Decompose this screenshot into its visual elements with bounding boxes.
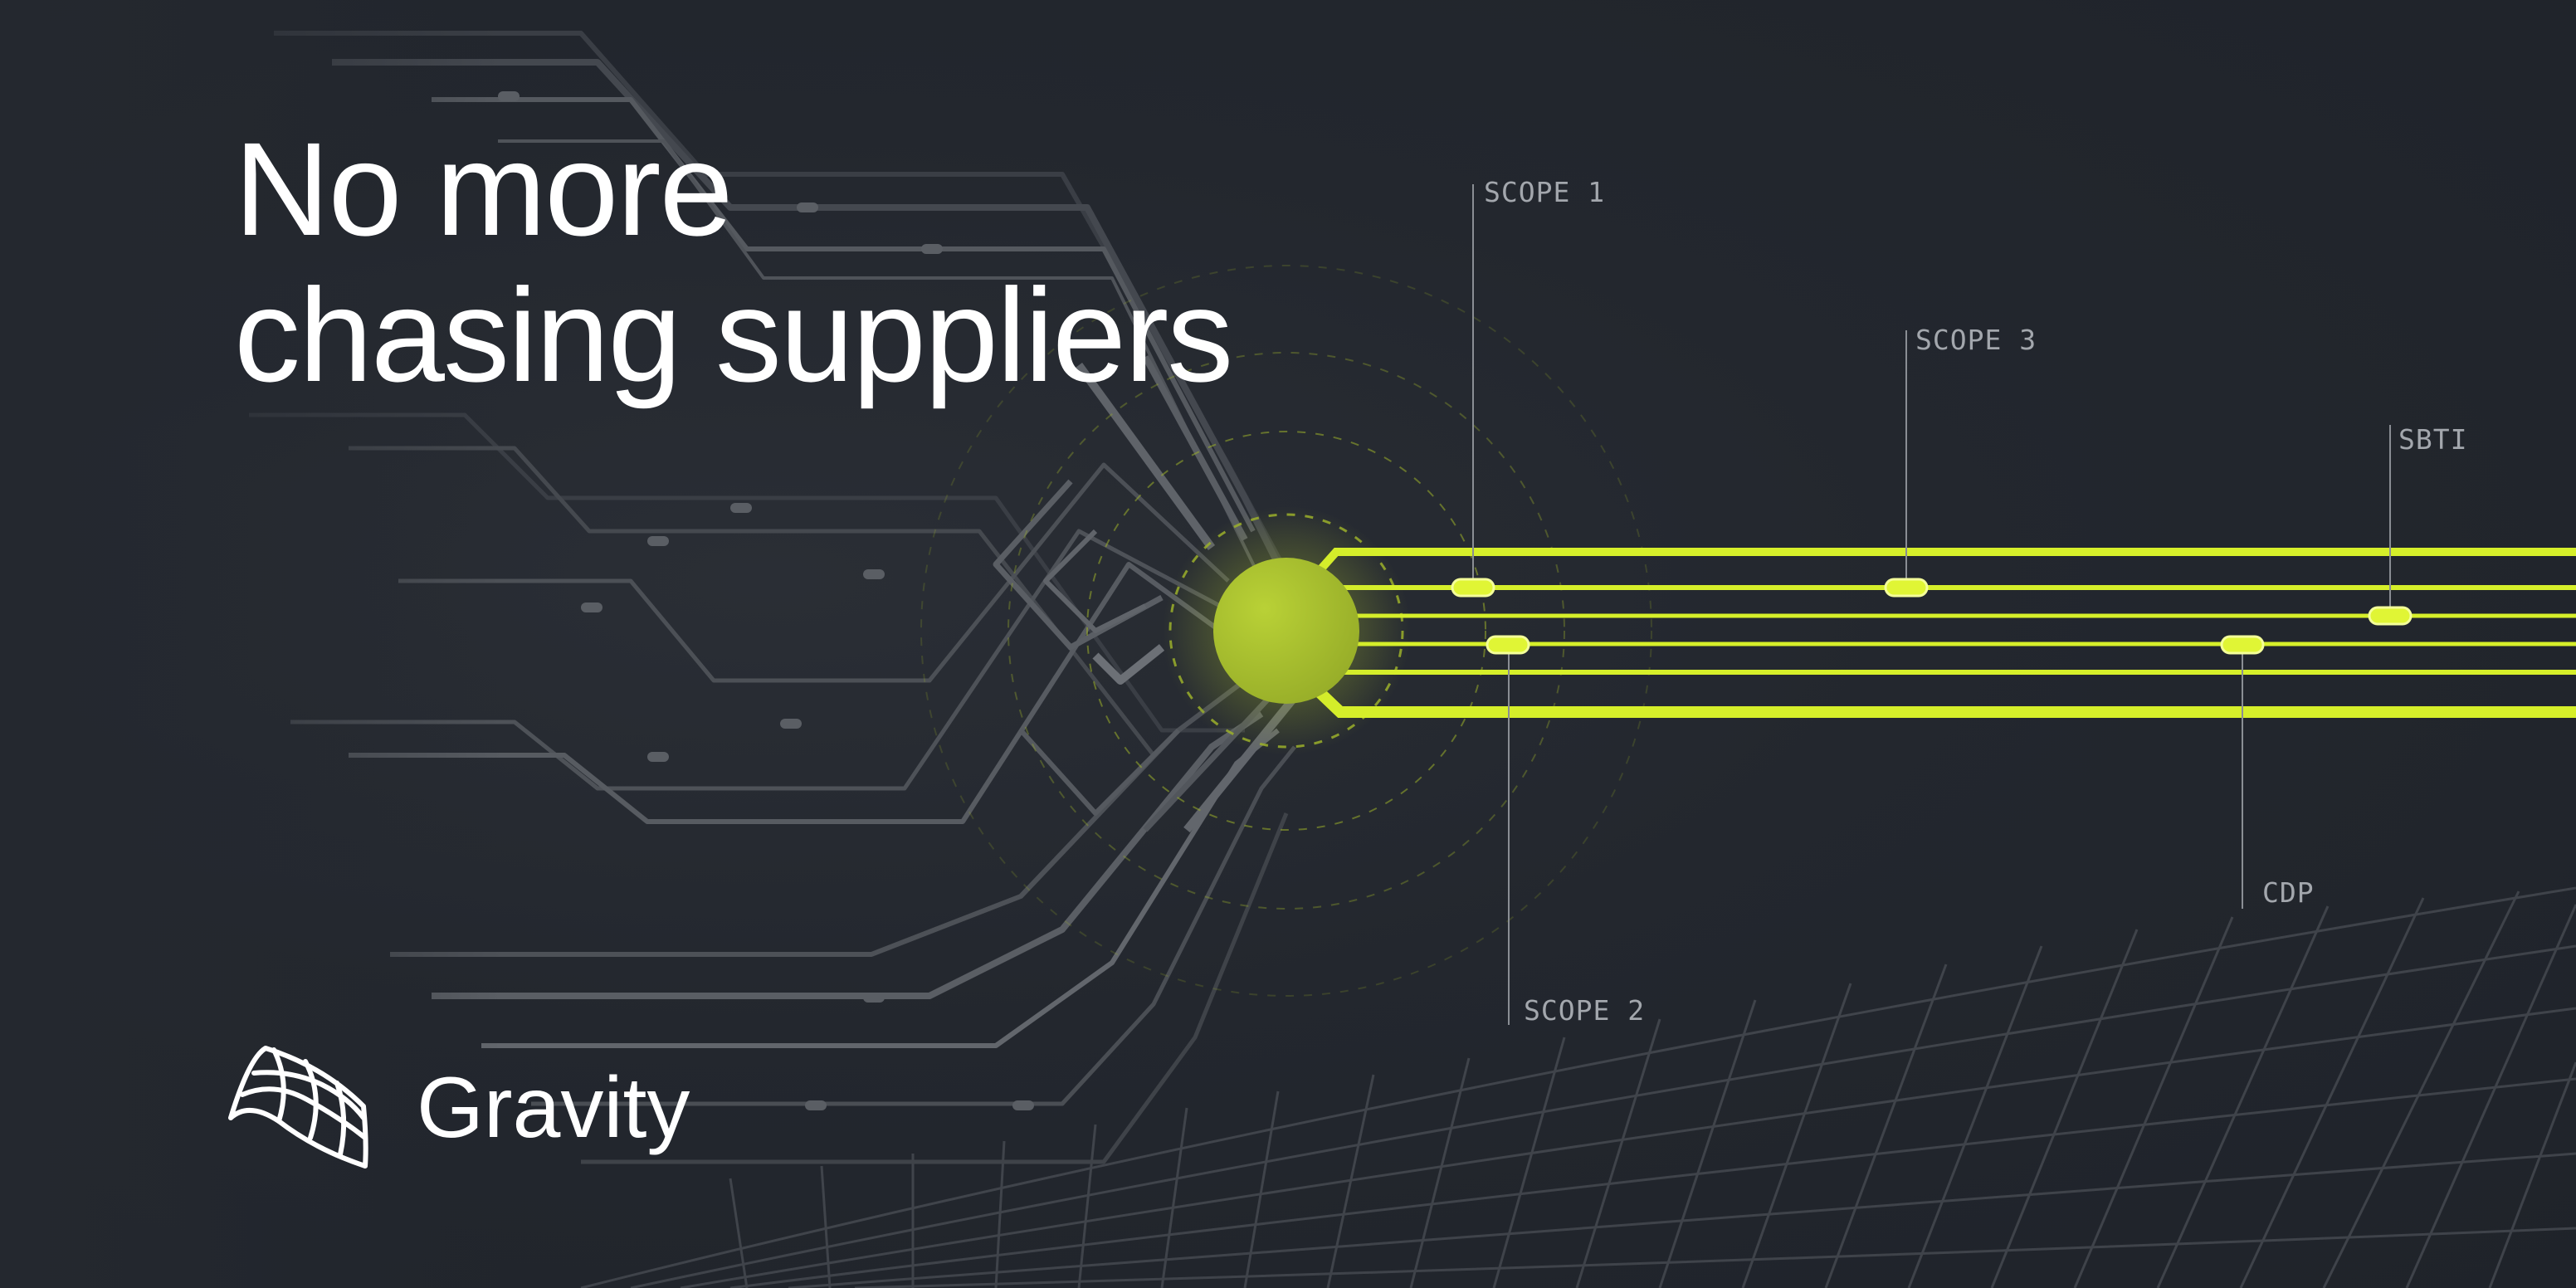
gravity-grid-flag-icon: [228, 1046, 368, 1168]
label-sbti: SBTI: [2398, 423, 2468, 456]
label-scope-2: SCOPE 2: [1524, 994, 1646, 1027]
headline: No more chasing suppliers: [234, 115, 1233, 409]
headline-line-2: chasing suppliers: [234, 261, 1233, 409]
brand-lockup: Gravity: [224, 1042, 690, 1174]
label-scope-1: SCOPE 1: [1484, 176, 1606, 208]
line-markers: [1451, 578, 2413, 655]
headline-line-1: No more: [234, 115, 734, 263]
label-scope-3: SCOPE 3: [1915, 324, 2037, 356]
label-cdp: CDP: [2262, 876, 2315, 909]
brand-name: Gravity: [417, 1059, 690, 1156]
data-lines: [1297, 548, 2576, 718]
grid-floor: [580, 886, 2576, 1288]
label-leaders: [1472, 184, 2391, 1025]
central-node: [1213, 558, 1359, 704]
